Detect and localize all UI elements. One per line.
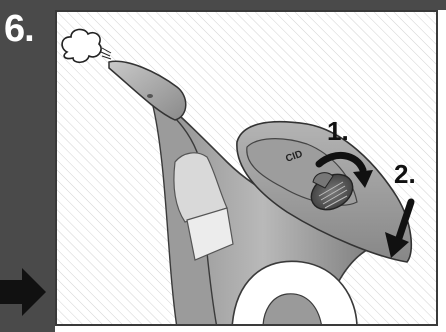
right-arrow-icon [0, 268, 46, 316]
steamer-illustration: CID [57, 12, 438, 326]
step-number: 6. [4, 10, 34, 48]
top-border-band [0, 0, 446, 10]
callout-label-2: 2. [394, 161, 416, 187]
illustration-frame: CID [55, 10, 438, 326]
callout-label-1: 1. [327, 118, 349, 144]
